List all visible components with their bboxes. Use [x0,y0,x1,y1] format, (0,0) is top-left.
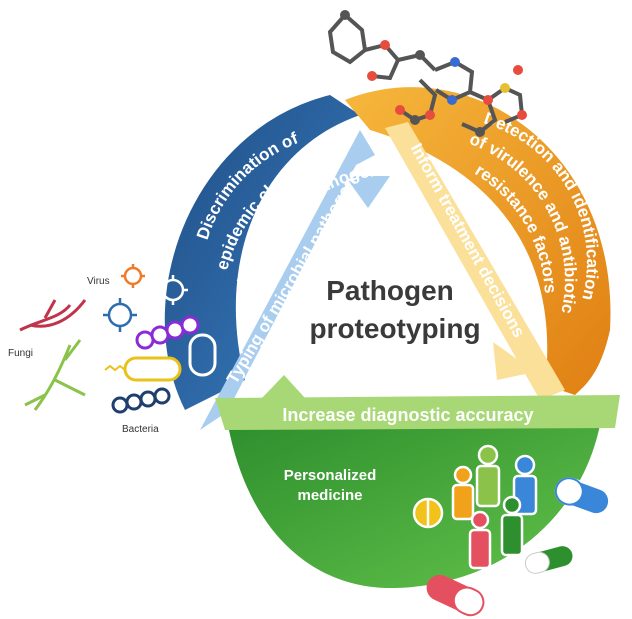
bacteria-white-icon [188,333,217,377]
pill-yellow-icon [412,497,444,529]
person-orange-icon [451,465,475,521]
pill-green-icon [524,546,573,574]
fungi-red-icon [19,299,87,332]
label-bacteria: Bacteria [122,424,159,435]
virus-blue-icon [103,298,137,332]
bacteria-yellow-icon [123,356,182,382]
virus-orange-icon [121,264,145,288]
molecule-atoms-icon [340,10,527,137]
arrow-right-head [493,342,535,380]
arrow-bottom-band [215,395,620,430]
person-blue-icon [512,454,538,516]
person-red-icon [468,510,492,570]
segment-orange [345,87,611,396]
arrow-right-band [385,122,565,400]
person-green2-icon [500,495,524,557]
label-fungi: Fungi [8,348,33,359]
virus-white-icon [158,275,188,305]
arrow-bottom-label: Increase diagnostic accuracy [282,405,533,425]
pill-blue-icon [554,477,611,516]
bacteria-purple-icon [135,315,200,350]
flagellum-icon [104,364,126,372]
person-green-icon [475,444,501,508]
segment-green-line2: medicine [297,487,362,504]
label-virus: Virus [87,276,110,287]
segment-green-line1: Personalized [284,467,377,484]
bacteria-navy-icon [111,387,171,414]
arrow-left-head [345,176,390,208]
fungi-green-icon [24,339,86,411]
arrow-left-band [200,130,375,430]
center-title-line1: Pathogen [326,275,454,306]
pill-red-icon [426,574,485,617]
segment-blue [164,95,360,410]
center-title-line2: proteotyping [309,313,480,344]
arrow-bottom-head [262,375,305,398]
